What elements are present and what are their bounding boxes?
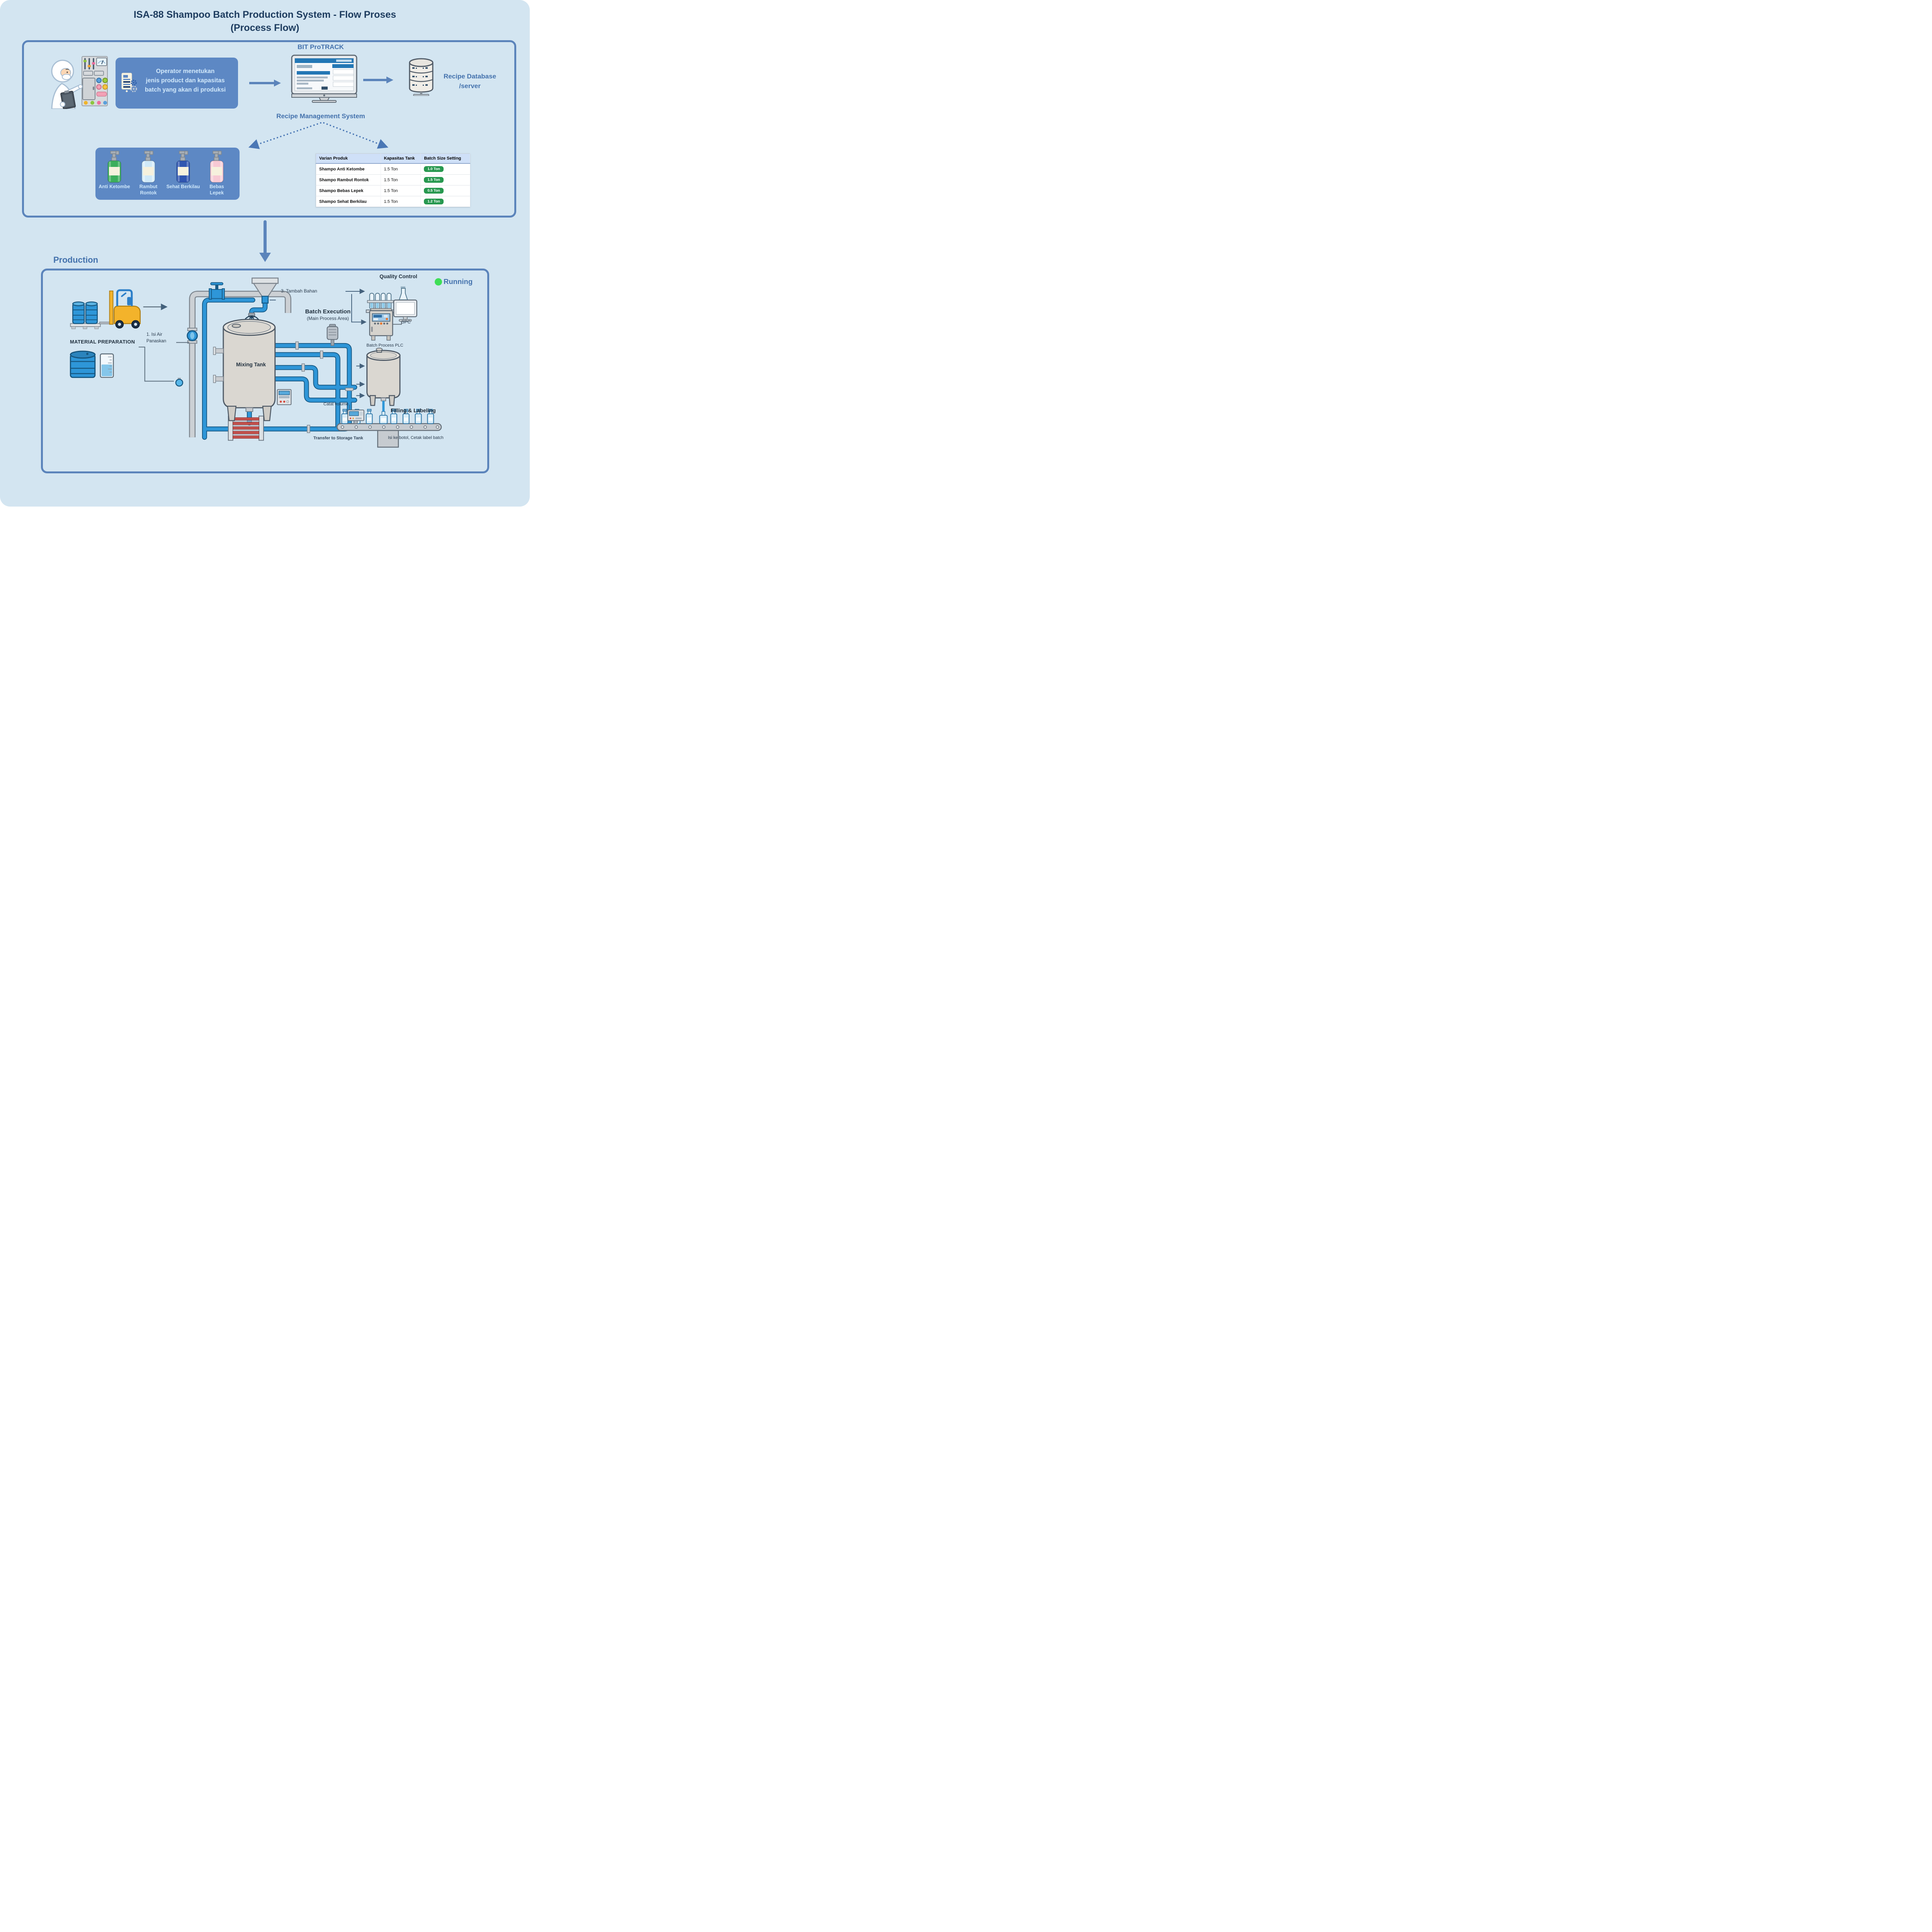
batch-size-badge: 1.2 Ton (424, 199, 444, 204)
page-title-line2: (Process Flow) (230, 22, 299, 33)
tank-controller (277, 389, 292, 405)
status-text: Running (444, 277, 473, 286)
production-box: MATERIAL PREPARATION 1. Isi Air Panaskan… (41, 269, 489, 473)
isi-air-label: 1. Isi Air Panaskan (146, 332, 167, 344)
water-pipe-gray (189, 291, 291, 437)
cell-product: Shampo Anti Ketombe (316, 163, 381, 175)
diagram-page: ISA-88 Shampoo Batch Production System -… (0, 0, 530, 507)
bottle-bebas-lepek (210, 151, 224, 183)
table-row: Shampo Rambut Rontok 1.5 Ton 1.5 Ton (316, 174, 470, 185)
storage-tank (366, 347, 401, 413)
control-panel-icon (82, 56, 108, 106)
variants-panel: Anti Ketombe Rambut Rontok Sehat Berkila… (95, 148, 240, 200)
batch-size-badge: 1.0 Ton (424, 166, 444, 172)
batch-process-plc-label: Batch Process PLC (366, 343, 403, 348)
prep-drum-beaker (70, 350, 114, 378)
col-kapasitas-tank: Kapasitas Tank (381, 153, 421, 164)
storage-inflow-arrows (356, 363, 365, 398)
document-gear-icon (121, 73, 137, 92)
arrow-operator-to-protrack (249, 80, 281, 87)
table-row: Shampo Bebas Lepek 1.5 Ton 0.5 Ton (316, 185, 470, 196)
cell-tank: 1.5 Ton (381, 174, 421, 185)
funnel-hopper (252, 277, 279, 304)
production-section-label: Production (53, 255, 99, 265)
recipe-table: Varian Produk Kapasitas Tank Batch Size … (316, 153, 470, 207)
cell-tank: 1.5 Ton (381, 163, 421, 175)
filling-labeling-label: Filling & Labeling (391, 407, 436, 413)
plc-cabinet (369, 308, 393, 341)
page-title-line1: ISA-88 Shampoo Batch Production System -… (133, 9, 396, 20)
operator-note-text: Operator menetukan jenis product dan kap… (145, 68, 226, 94)
arrow-planning-to-production (259, 220, 271, 262)
cell-tank: 1.5 Ton (381, 196, 421, 207)
gate-valve (209, 282, 225, 300)
variant-label-1: Anti Ketombe (99, 184, 130, 189)
forklift-drums (70, 289, 141, 329)
bit-protrack-monitor (291, 54, 357, 103)
operator-note-box: Operator menetukan jenis product dan kap… (116, 58, 238, 109)
variant-label-2: Rambut Rontok (139, 184, 158, 196)
database-icon (409, 58, 434, 96)
heat-exchanger (228, 415, 264, 441)
pressure-gauge (175, 378, 184, 387)
batch-execution-label: Batch Execution (Main Process Area) (305, 308, 351, 321)
worker-icon (51, 60, 83, 109)
material-preparation-label: MATERIAL PREPARATION (70, 339, 135, 345)
material-prep-connector (138, 347, 174, 382)
pipe-flanges (295, 341, 354, 433)
planning-box (22, 40, 516, 218)
bit-protrack-label: BIT ProTRACK (298, 43, 344, 51)
production-diagram (70, 277, 442, 448)
spc-monitor (393, 299, 417, 325)
table-row: Shampo Sehat Berkilau 1.5 Ton 1.2 Ton (316, 196, 470, 207)
conveyor-bottles (341, 409, 434, 424)
status-indicator: Running (435, 277, 473, 286)
col-varian-produk: Varian Produk (316, 153, 381, 164)
tambah-bahan-label: 3. Tambah Bahan (281, 288, 317, 294)
arrow-to-plc (351, 294, 367, 325)
table-row: Shampo Anti Ketombe 1.5 Ton 1.0 Ton (316, 163, 470, 175)
cell-product: Shampo Bebas Lepek (316, 185, 381, 196)
rms-dotted-arrows (248, 122, 388, 149)
cell-tank: 1.5 Ton (381, 185, 421, 196)
variant-label-4: Bebas Lepek (209, 184, 224, 196)
volume-recorder (347, 405, 364, 424)
batch-size-badge: 0.5 Ton (424, 188, 444, 194)
filling-bottle (379, 411, 388, 424)
status-dot (435, 278, 442, 286)
rms-label: Recipe Management System (276, 112, 365, 120)
variant-label-3: Sehat Berkilau (166, 184, 200, 189)
col-batch-size: Batch Size Setting (420, 153, 470, 164)
arrow-protrack-to-database (363, 77, 393, 83)
conveyor (337, 423, 442, 448)
ball-valve (187, 328, 198, 344)
quality-control-label: Quality Control (379, 274, 417, 279)
transfer-storage-label: Transfer to Storage Tank (313, 436, 363, 440)
catat-volume-label: Catat volume (323, 402, 349, 406)
batch-size-badge: 1.5 Ton (424, 177, 444, 183)
pump-motor (327, 324, 338, 346)
cell-product: Shampo Rambut Rontok (316, 174, 381, 185)
process-pipes-blue (202, 298, 357, 440)
bottle-rambut-rontok (141, 151, 155, 183)
cell-product: Shampo Sehat Berkilau (316, 196, 381, 207)
bottle-anti-ketombe (107, 151, 121, 183)
bottle-sehat-berkilau (176, 151, 190, 183)
isi-ke-botol-label: Isi ke botol, Cetak label batch (388, 435, 444, 440)
recipe-database-label: Recipe Database /server (443, 73, 497, 90)
mixing-tank-label: Mixing Tank (236, 362, 266, 367)
spc-label: SPC (401, 320, 411, 325)
operator-illustration (51, 56, 108, 109)
mixing-tank (213, 319, 276, 421)
